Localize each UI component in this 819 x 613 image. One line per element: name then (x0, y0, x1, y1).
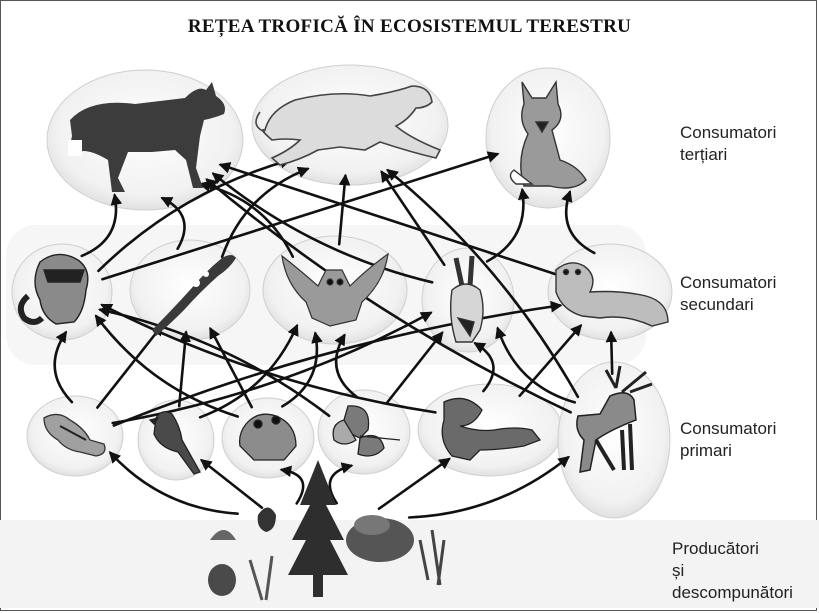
secondary-label-line1: Consumatori (680, 272, 776, 294)
arrow-rabbit-to-puma (382, 172, 445, 265)
producers-label-line3: descompunători (672, 582, 793, 604)
tertiary-label-line1: Consumatori (680, 122, 776, 144)
arrow-butterfly-to-rabbit (387, 333, 442, 403)
arrow-chipmunk-to-lizard (97, 326, 162, 408)
arrow-owl-to-puma (339, 176, 345, 244)
tertiary-label-line2: terțiari (680, 144, 776, 166)
tertiary-consumers-label: Consumatori terțiari (680, 122, 776, 166)
arrow-chipmunk-to-raccoon (55, 333, 72, 403)
primary-label-line1: Consumatori (680, 418, 776, 440)
producers-label-line2: și (672, 560, 793, 582)
primary-label-line2: primari (680, 440, 776, 462)
producers-label-line1: Producători (672, 538, 793, 560)
secondary-consumers-label: Consumatori secundari (680, 272, 776, 316)
producers-label: Producători și descompunători (672, 538, 793, 604)
arrow-butterfly-to-owl (336, 335, 357, 397)
secondary-label-line2: secundari (680, 294, 776, 316)
forest-plants-icon (208, 460, 444, 600)
arrow-lizard-to-puma (222, 169, 307, 257)
arrow-deer-to-weasel (611, 333, 612, 374)
primary-consumers-label: Consumatori primari (680, 418, 776, 462)
arrow-rabbit-to-fox (487, 190, 523, 261)
